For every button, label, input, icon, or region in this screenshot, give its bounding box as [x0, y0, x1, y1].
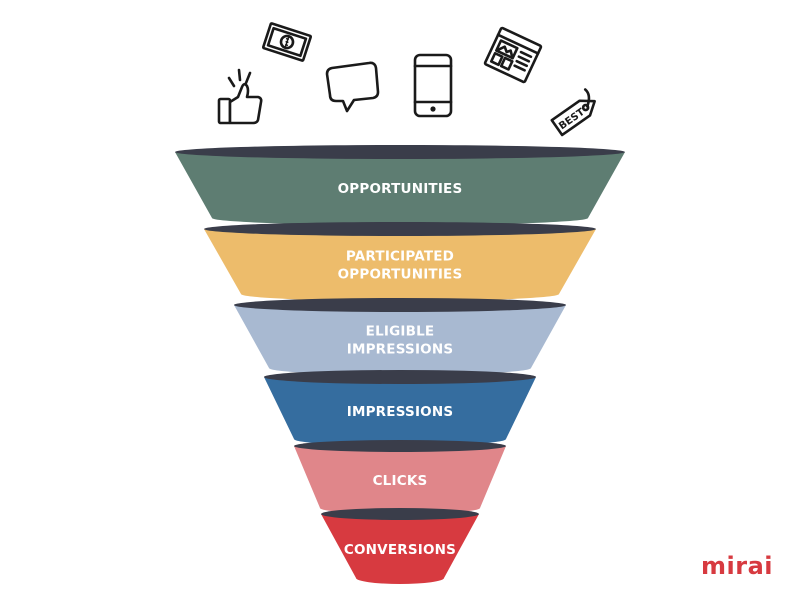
funnel-stage-body — [294, 446, 506, 514]
funnel-stage: CONVERSIONS — [321, 508, 479, 584]
funnel-stage-rim — [204, 222, 596, 236]
funnel-stage-rim — [294, 440, 506, 452]
funnel-stage-rim — [175, 145, 625, 159]
funnel-stage-label: ELIGIBLE — [366, 324, 435, 340]
funnel-stage-label: CONVERSIONS — [344, 542, 456, 558]
funnel-stage-body — [321, 514, 479, 584]
funnel-stage-rim — [321, 508, 479, 520]
funnel-stage: ELIGIBLE IMPRESSIONS — [234, 298, 566, 375]
funnel-stage-body — [234, 305, 566, 375]
funnel-stage-body — [264, 377, 536, 446]
funnel-stage-label: PARTICIPATED — [346, 249, 454, 265]
webpage-icon — [483, 26, 543, 84]
thumbs-up-icon — [217, 68, 263, 125]
funnel-stage-body — [175, 152, 625, 225]
smartphone-icon — [413, 53, 453, 118]
funnel-stage-label: IMPRESSIONS — [347, 404, 454, 420]
price-tag-icon: BEST — [550, 88, 596, 137]
funnel-stage-label: OPPORTUNITIES — [338, 267, 463, 283]
funnel-stage: PARTICIPATED OPPORTUNITIES — [204, 222, 596, 301]
funnel-stage-label: IMPRESSIONS — [347, 342, 454, 358]
funnel-stage-label: CLICKS — [373, 473, 428, 489]
funnel-stage-rim — [234, 298, 566, 312]
speech-bubble-icon — [325, 61, 380, 113]
funnel-layers: OPPORTUNITIES PARTICIPATED OPPORTUNITIES EL… — [175, 145, 625, 584]
mirai-logo: mirai — [701, 552, 773, 580]
funnel-stage-rim — [264, 370, 536, 384]
funnel-stage: OPPORTUNITIES — [175, 145, 625, 225]
funnel-stage: CLICKS — [294, 440, 506, 514]
funnel-stage-body — [204, 229, 596, 301]
money-bill-icon — [261, 22, 313, 62]
funnel-stage-label: OPPORTUNITIES — [338, 181, 463, 197]
funnel-stage: IMPRESSIONS — [264, 370, 536, 446]
